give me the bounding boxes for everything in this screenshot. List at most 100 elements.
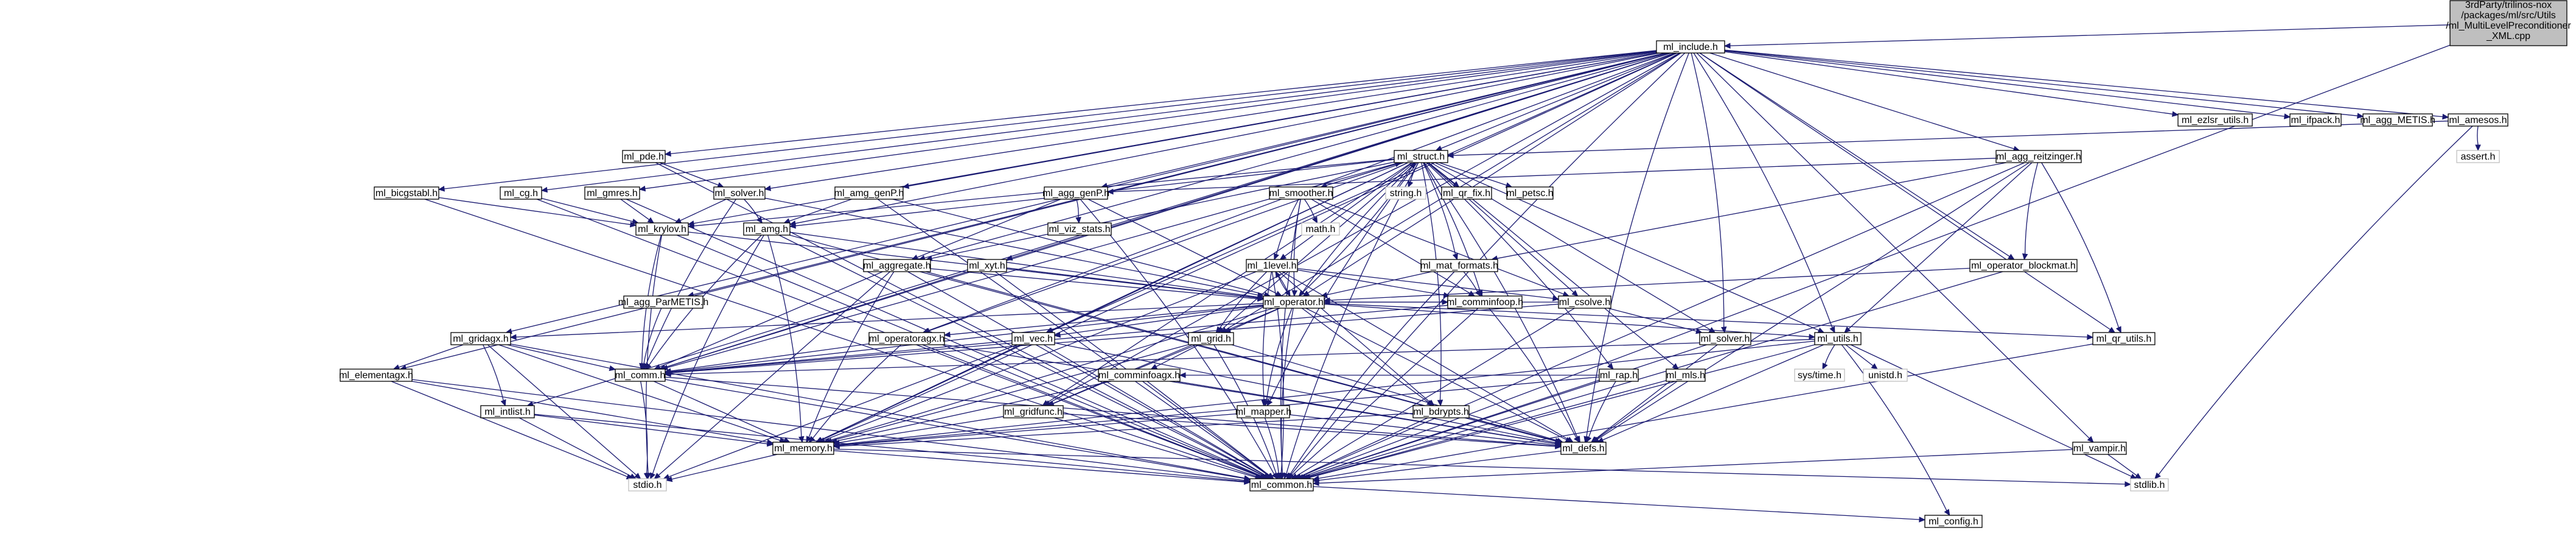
arrowhead-ml_intlist	[500, 399, 506, 407]
node-ml-amg-genP[interactable]: ml_amg_genP.h	[834, 186, 904, 200]
arrowhead-ml_include	[1723, 43, 1731, 49]
node-ml-comminfoagx[interactable]: ml_comminfoagx.h	[1098, 368, 1181, 382]
arrowhead-ml_csolve	[1571, 290, 1579, 297]
node-ml-xyt[interactable]: ml_xyt.h	[967, 259, 1007, 272]
edge-ml_include-to-ml_amesos	[1724, 49, 2443, 118]
node-ml-vampir[interactable]: ml_vampir.h	[2072, 442, 2127, 455]
node-ml-elementagx[interactable]: ml_elementagx.h	[339, 368, 413, 382]
node-box	[1249, 478, 1314, 492]
node-ml-operatoragx[interactable]: ml_operatoragx.h	[868, 332, 945, 345]
edge-ml_agg_reitzinger-to-ml_qr_utils	[2041, 162, 2120, 328]
node-ml-agg-reitzinger[interactable]: ml_agg_reitzinger.h	[1995, 150, 2082, 163]
node-ml-common[interactable]: ml_common.h	[1249, 478, 1314, 492]
arrowhead-ml_mapper	[1263, 399, 1269, 407]
node-ml-comminfoop[interactable]: ml_comminfoop.h	[1447, 295, 1523, 309]
edge-ml_struct-to-ml_operator	[1302, 162, 1416, 292]
edge-ml_struct-to-ml_mat_formats	[1422, 162, 1456, 255]
arrowhead-assert_h	[2475, 144, 2481, 152]
node-ml-ifpack[interactable]: ml_ifpack.h	[2289, 113, 2342, 127]
edge-ml_bdrypts-to-ml_common	[1299, 417, 1428, 477]
node-ml-rap[interactable]: ml_rap.h	[1599, 368, 1639, 382]
arrowhead-ml_defs	[1554, 438, 1562, 444]
arrowhead-ml_utils	[1829, 326, 1835, 334]
node-box	[1044, 186, 1108, 200]
node-ml-mls[interactable]: ml_mls.h	[1666, 368, 1706, 382]
node-ml-gridagx[interactable]: ml_gridagx.h	[450, 332, 511, 345]
node-ml-gridfunc[interactable]: ml_gridfunc.h	[1003, 405, 1064, 418]
node-ml-vec[interactable]: ml_vec.h	[1011, 332, 1055, 345]
edge-ml_gridagx-to-stdio_h	[487, 344, 637, 476]
arrowhead-ml_operator	[1257, 295, 1265, 302]
arrowhead-ml_memory	[767, 440, 774, 447]
node-ml-grid[interactable]: ml_grid.h	[1188, 332, 1234, 345]
node-ml-petsc[interactable]: ml_petsc.h	[1506, 186, 1554, 200]
arrowhead-ml_solver	[764, 185, 772, 191]
node-ml-agg-METIS[interactable]: ml_agg_METIS.h	[2360, 113, 2435, 127]
arrowhead-math_h	[1311, 216, 1318, 224]
node-ml-qr-fix[interactable]: ml_qr_fix.h	[1441, 186, 1492, 200]
node-ml-comm[interactable]: ml_comm.h	[615, 368, 666, 382]
node-ml-mat-formats[interactable]: ml_mat_formats.h	[1420, 259, 1498, 272]
arrowhead-ml_amg	[756, 216, 763, 224]
node-label: ml_include.h	[1663, 42, 1718, 52]
node-ml-solver-local[interactable]: ml_solver.h	[1699, 332, 1751, 345]
node-ml-agg-ParMETIS[interactable]: ml_agg_ParMETIS.h	[618, 295, 709, 309]
arrowhead-ml_struct	[1447, 152, 1454, 158]
node-box	[1863, 368, 1908, 382]
edge-ml_include-to-ml_solver_local	[1691, 52, 1725, 328]
arrowhead-ml_qr_utils	[2115, 326, 2121, 334]
node-ml-csolve[interactable]: ml_csolve.h	[1558, 295, 1611, 309]
node-ml-include[interactable]: ml_include.h	[1656, 40, 1725, 54]
node-ml-operator[interactable]: ml_operator.h	[1263, 295, 1325, 309]
node-ml-qr-utils[interactable]: ml_qr_utils.h	[2092, 332, 2155, 345]
node-box	[1560, 442, 1607, 455]
arrowhead-ml_config	[1919, 517, 1926, 523]
node-box	[500, 186, 542, 200]
node-ml-amesos[interactable]: ml_amesos.h	[2448, 113, 2508, 127]
node-ml-config[interactable]: ml_config.h	[1924, 515, 1983, 528]
node-ml-amg[interactable]: ml_amg.h	[743, 222, 791, 236]
edge-ml_operatoragx-to-ml_comm	[670, 343, 870, 372]
arrowhead-ml_agg_genP	[1106, 188, 1114, 195]
edge-ml_comm-to-ml_defs	[665, 376, 1556, 447]
node-label: ml_mls.h	[1666, 370, 1705, 381]
arrowhead-ml_struct	[1435, 146, 1443, 151]
node-ml-smoother[interactable]: ml_smoother.h	[1269, 186, 1333, 200]
edge-ml_struct-to-ml_solver_local	[1431, 162, 1711, 330]
node-ml-bicgstabl[interactable]: ml_bicgstabl.h	[374, 186, 439, 200]
edge-ml_gmres-to-ml_krylov	[620, 199, 650, 220]
node-ml-struct[interactable]: ml_struct.h	[1394, 150, 1448, 163]
edge-ml_elementagx-to-stdio_h	[391, 381, 628, 478]
node-ml-aggregate[interactable]: ml_aggregate.h	[863, 259, 931, 272]
edge-ml_utils-to-ml_common	[1310, 344, 1815, 478]
edge-ml_operator-to-ml_vec	[1059, 306, 1264, 336]
arrowhead-ml_csolve	[1552, 295, 1560, 301]
edge-ml_solver_local-to-ml_defs	[1595, 344, 1718, 440]
node-ml-cg[interactable]: ml_cg.h	[500, 186, 542, 200]
node-ml-bdrypts[interactable]: ml_bdrypts.h	[1412, 405, 1470, 418]
edge-ml_amg-to-stdio_h	[652, 234, 764, 474]
node-ml-viz-stats[interactable]: ml_viz_stats.h	[1047, 222, 1112, 236]
edge-ml_smoother-to-ml_csolve	[1316, 199, 1564, 295]
node-ml-intlist[interactable]: ml_intlist.h	[480, 405, 535, 418]
node-ml-1level[interactable]: ml_1level.h	[1246, 259, 1298, 272]
node-ml-solver[interactable]: ml_solver.h	[713, 186, 766, 200]
node-box	[584, 186, 640, 200]
node-label: ml_defs.h	[1562, 443, 1604, 454]
node-ml-krylov[interactable]: ml_krylov.h	[635, 222, 689, 236]
edge-ml_agg_reitzinger-to-ml_defs	[1597, 162, 2030, 440]
node-ml-defs[interactable]: ml_defs.h	[1560, 442, 1607, 455]
node-ml-mapper[interactable]: ml_mapper.h	[1235, 405, 1292, 418]
arrowhead-ml_common	[1267, 473, 1274, 479]
node-ml-memory[interactable]: ml_memory.h	[772, 442, 834, 455]
node-ml-utils[interactable]: ml_utils.h	[1814, 332, 1862, 345]
arrowhead-ml_memory	[832, 443, 840, 450]
edge-ml_include-to-ml_vampir	[1696, 52, 2090, 439]
node-ml-gmres[interactable]: ml_gmres.h	[584, 186, 640, 200]
node-ml-agg-genP[interactable]: ml_agg_genP.h	[1042, 186, 1109, 200]
node-ml-ezlsr-utils[interactable]: ml_ezlsr_utils.h	[2177, 113, 2253, 127]
arrowhead-ml_comminfoagx	[1150, 364, 1158, 370]
node-ml-operator-blockmat[interactable]: ml_operator_blockmat.h	[1969, 259, 2078, 272]
arrowhead-ml_amesos	[2442, 113, 2449, 120]
node-ml-pde[interactable]: ml_pde.h	[622, 150, 666, 163]
